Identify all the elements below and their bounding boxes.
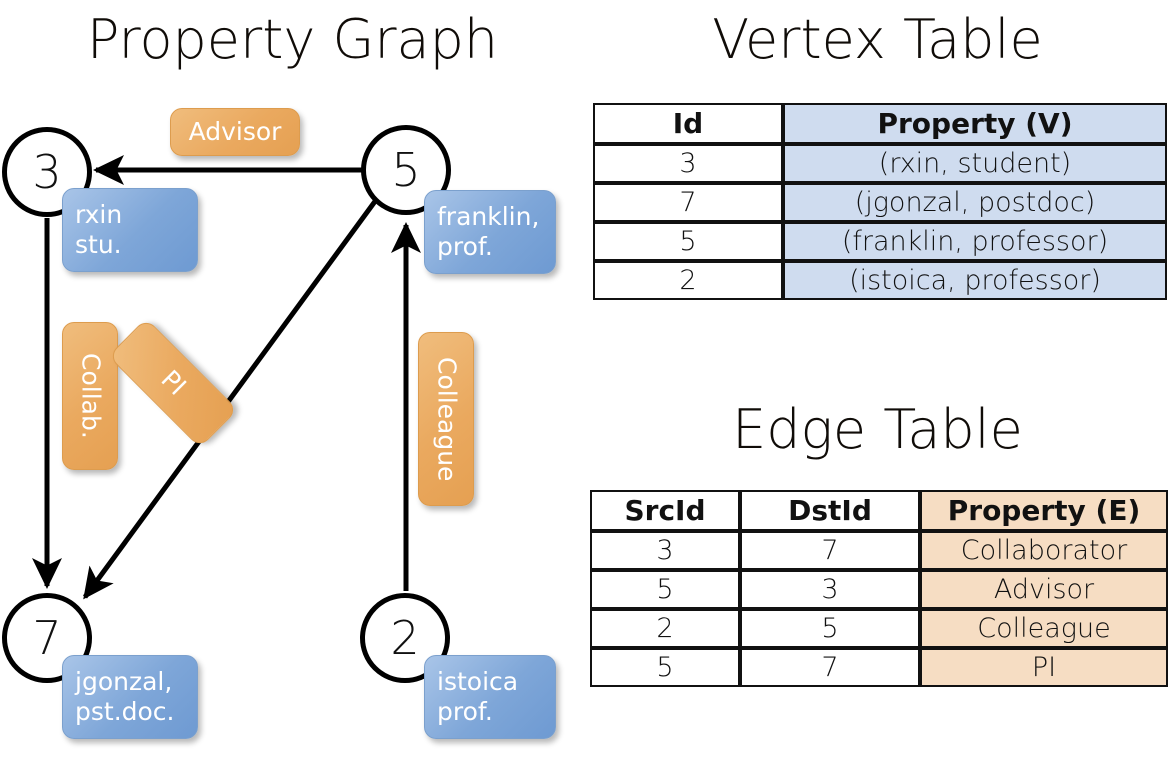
vertex-property-box-5[interactable]: franklin, prof. xyxy=(424,190,556,274)
edge-property-colleague-label: Colleague xyxy=(432,356,462,482)
graph-node-5[interactable]: 5 xyxy=(361,125,451,215)
graph-node-5-label: 5 xyxy=(391,143,421,197)
edge-cell-dstid: 7 xyxy=(740,531,920,570)
vertex-col-header-property: Property (V) xyxy=(783,103,1167,144)
vertex-property-box-2[interactable]: istoica prof. xyxy=(424,655,556,739)
edge-property-box-collab[interactable]: Collab. xyxy=(62,322,118,470)
table-row: 5 7 PI xyxy=(590,648,1168,687)
table-row: 2 (istoica, professor) xyxy=(593,261,1167,300)
vertex-table: Id Property (V) 3 (rxin, student) 7 (jgo… xyxy=(593,103,1167,300)
edge-cell-srcid: 2 xyxy=(590,609,740,648)
vertex-cell-property: (istoica, professor) xyxy=(783,261,1167,300)
vertex-cell-id: 3 xyxy=(593,144,783,183)
table-row: 5 3 Advisor xyxy=(590,570,1168,609)
table-row: 5 (franklin, professor) xyxy=(593,222,1167,261)
vertex-property-2-line2: prof. xyxy=(437,697,493,726)
vertex-property-box-7[interactable]: jgonzal, pst.doc. xyxy=(62,655,198,739)
edge-col-header-srcid: SrcId xyxy=(590,490,740,531)
vertex-cell-id: 2 xyxy=(593,261,783,300)
vertex-property-7-line2: pst.doc. xyxy=(75,697,175,726)
vertex-property-box-3[interactable]: rxin stu. xyxy=(62,188,198,272)
edge-property-box-colleague[interactable]: Colleague xyxy=(418,332,474,506)
graph-edges-svg xyxy=(32,155,421,600)
page-title-edge-table: Edge Table xyxy=(732,398,1023,461)
vertex-property-7-line1: jgonzal, xyxy=(75,666,173,696)
edge-col-header-dstid: DstId xyxy=(740,490,920,531)
edge-cell-srcid: 5 xyxy=(590,570,740,609)
vertex-property-3-line1: rxin xyxy=(75,199,123,229)
table-row: 2 5 Colleague xyxy=(590,609,1168,648)
property-graph-panel: Property Graph 3 5 7 2 xyxy=(2,8,556,739)
edge-cell-property: Colleague xyxy=(920,609,1168,648)
table-header-row: SrcId DstId Property (E) xyxy=(590,490,1168,531)
table-row: 3 7 Collaborator xyxy=(590,531,1168,570)
table-header-row: Id Property (V) xyxy=(593,103,1167,144)
edge-5-to-7-pi xyxy=(82,198,379,600)
edge-property-pi-label: PI xyxy=(155,364,192,401)
edge-cell-srcid: 5 xyxy=(590,648,740,687)
edge-property-advisor-label: Advisor xyxy=(188,116,282,146)
table-row: 3 (rxin, student) xyxy=(593,144,1167,183)
vertex-cell-property: (rxin, student) xyxy=(783,144,1167,183)
vertex-cell-id: 7 xyxy=(593,183,783,222)
edge-property-box-advisor[interactable]: Advisor xyxy=(170,108,300,156)
edge-cell-property: Advisor xyxy=(920,570,1168,609)
vertex-property-5-line2: prof. xyxy=(437,232,493,261)
edge-table: SrcId DstId Property (E) 3 7 Collaborato… xyxy=(590,490,1168,687)
page-title-property-graph: Property Graph xyxy=(86,8,499,71)
vertex-property-3-line2: stu. xyxy=(75,230,122,259)
edge-cell-srcid: 3 xyxy=(590,531,740,570)
vertex-col-header-id: Id xyxy=(593,103,783,144)
page-title-vertex-table: Vertex Table xyxy=(712,8,1043,71)
edge-cell-dstid: 3 xyxy=(740,570,920,609)
edge-col-header-property: Property (E) xyxy=(920,490,1168,531)
edge-cell-dstid: 7 xyxy=(740,648,920,687)
vertex-property-5-line1: franklin, xyxy=(437,201,540,231)
vertex-property-2-line1: istoica xyxy=(437,666,519,696)
edge-cell-dstid: 5 xyxy=(740,609,920,648)
vertex-cell-property: (franklin, professor) xyxy=(783,222,1167,261)
table-row: 7 (jgonzal, postdoc) xyxy=(593,183,1167,222)
graph-node-3-label: 3 xyxy=(32,145,62,199)
edge-property-collab-label: Collab. xyxy=(76,353,106,439)
graph-node-2-label: 2 xyxy=(390,611,420,665)
vertex-cell-id: 5 xyxy=(593,222,783,261)
graph-node-7-label: 7 xyxy=(32,611,62,665)
edge-cell-property: PI xyxy=(920,648,1168,687)
vertex-cell-property: (jgonzal, postdoc) xyxy=(783,183,1167,222)
graph-node-2[interactable]: 2 xyxy=(360,593,450,683)
edge-cell-property: Collaborator xyxy=(920,531,1168,570)
